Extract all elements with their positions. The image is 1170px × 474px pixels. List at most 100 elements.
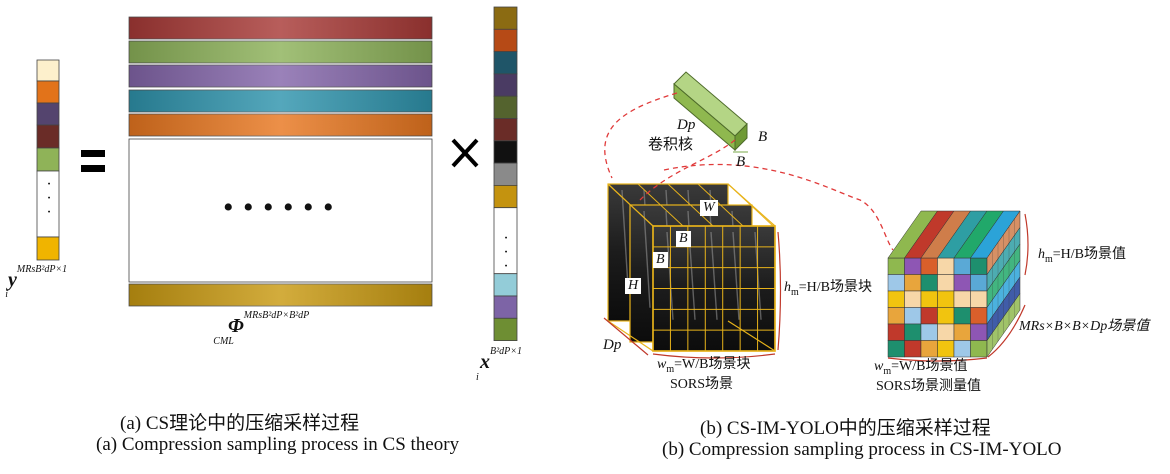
cube-front-cell	[904, 274, 922, 292]
hm-value-label: hm=H/B场景值	[1038, 247, 1127, 265]
cube-depth-brace	[987, 304, 1026, 358]
dp-brace	[603, 317, 649, 356]
w-tag: W	[700, 200, 718, 216]
x-vector-cell	[493, 51, 518, 75]
cube-front-cell	[887, 307, 905, 325]
stack-edge	[607, 320, 654, 352]
cube-front-cell	[920, 257, 938, 275]
cube-front-cell	[887, 323, 905, 341]
b-tag-1: B	[676, 231, 691, 247]
times-sign	[451, 138, 479, 168]
kernel-label: 卷积核	[648, 137, 694, 153]
dimension-braces	[603, 213, 1029, 362]
caption-b-zh: (b) CS-IM-YOLO中的压缩采样过程	[700, 418, 991, 439]
y-vector-cell	[36, 236, 60, 261]
cube-front-cell	[920, 274, 938, 292]
kernel-b-side-label: B	[758, 129, 768, 145]
cube-h-brace	[1024, 213, 1029, 276]
y-vector	[36, 59, 60, 261]
equals-sign	[81, 150, 105, 172]
cube-w-brace	[887, 357, 988, 362]
grid-diag	[727, 183, 774, 227]
y-vector-cell	[36, 80, 60, 104]
sors-image-stack	[607, 183, 776, 352]
front-layer-border	[652, 225, 776, 352]
x-vector-cell	[493, 95, 518, 119]
x-vector-vdots: ···	[501, 231, 511, 275]
cube-front-cell	[937, 274, 955, 292]
x-vector-cell	[493, 28, 518, 52]
hm-block-label: hm=H/B场景块	[784, 280, 873, 298]
phi-blank-block	[128, 138, 433, 283]
y-vector-cell	[36, 124, 60, 149]
dp-bottom-label: Dp	[603, 337, 622, 353]
cube-front-cell	[970, 323, 988, 341]
image-streak	[621, 189, 629, 287]
cube-front-cell	[937, 340, 955, 358]
wm-block-label: wm=W/B场景块	[657, 357, 751, 375]
y-vdot: ·	[46, 204, 52, 221]
cube-front-cell	[920, 307, 938, 325]
phi-row-shade	[129, 114, 432, 136]
kernel-end-face	[734, 122, 748, 152]
measurement-cube	[887, 210, 1021, 358]
cube-front-cell	[970, 307, 988, 325]
x-vector-cell	[493, 140, 518, 164]
grid-diag	[607, 183, 654, 227]
x-vector-cell	[493, 118, 518, 142]
wm-brace	[652, 353, 776, 359]
y-vdot: ·	[46, 190, 52, 207]
dashed-connectors	[604, 92, 894, 251]
cube-front-cell	[970, 257, 988, 275]
caption-b-en: (b) Compression sampling process in CS-I…	[662, 439, 1062, 460]
x-vector-label: xB²dP×1i	[475, 346, 522, 383]
wm-value-label: wm=W/B场景值	[874, 359, 968, 377]
phi-row-shade	[129, 90, 432, 112]
h-tag: H	[625, 278, 642, 294]
cube-front-cell	[937, 307, 955, 325]
y-vector-vdots: ···	[44, 177, 54, 221]
cube-front-cell	[904, 307, 922, 325]
cube-front-cell	[953, 307, 971, 325]
sors-scene-label: SORS场景	[670, 377, 734, 392]
cube-front-cell	[920, 323, 938, 341]
caption-a-zh: (a) CS理论中的压缩采样过程	[120, 413, 360, 434]
cube-front-cell	[937, 257, 955, 275]
cube-front-cell	[887, 290, 905, 308]
caption-a-en: (a) Compression sampling process in CS t…	[96, 434, 460, 455]
phi-matrix	[128, 16, 433, 307]
x-vector	[493, 6, 518, 341]
sors-measure-label: SORS场景测量值	[876, 379, 982, 394]
cube-front-cell	[953, 257, 971, 275]
x-vector-cell	[493, 295, 518, 319]
cube-front-cell	[970, 274, 988, 292]
cube-front-cell	[904, 323, 922, 341]
phi-row-shade	[129, 17, 432, 39]
phi-last-row-shade	[129, 284, 432, 306]
b-tag-2: B	[653, 252, 668, 268]
cube-front-cell	[953, 290, 971, 308]
y-vector-label: yMRsB²dP×1i	[5, 264, 68, 300]
hm-brace	[777, 231, 782, 351]
grid-diag	[637, 183, 684, 227]
dashed-link-kernel-right	[639, 139, 736, 201]
cube-front-cell	[970, 290, 988, 308]
cube-front-cell	[904, 290, 922, 308]
convolution-kernel	[673, 71, 748, 153]
x-vdot: ·	[503, 244, 509, 261]
phi-row-shade	[129, 65, 432, 87]
x-vector-cell	[493, 184, 518, 209]
cube-front-cell	[970, 340, 988, 358]
y-vector-cell	[36, 102, 60, 126]
dashed-link-to-cube	[663, 163, 894, 251]
phi-row-shade	[129, 41, 432, 63]
y-vector-cell	[36, 147, 60, 172]
stack-edge	[727, 320, 776, 352]
phi-label: ΦMRsB²dP×B²dPCML	[213, 310, 310, 347]
x-vector-cell	[493, 73, 518, 97]
cube-front-cell	[920, 290, 938, 308]
x-vdot: ·	[503, 258, 509, 275]
ellipsis-dots: • • • • • •	[223, 191, 335, 224]
